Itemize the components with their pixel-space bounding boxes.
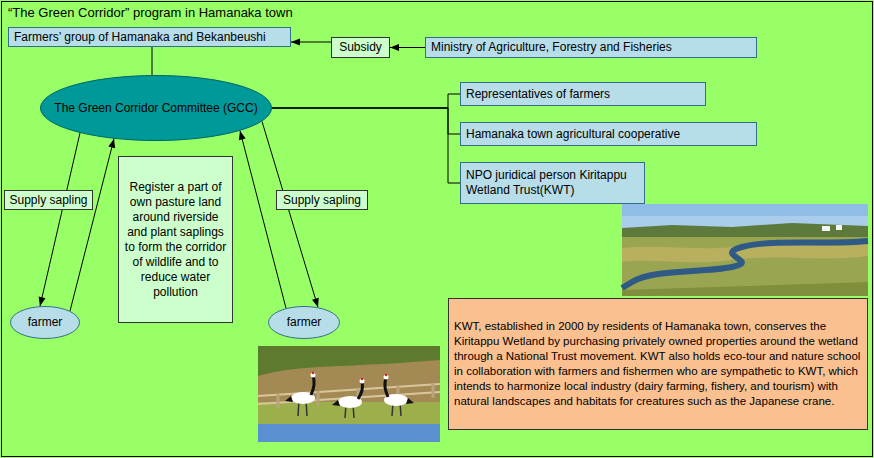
connector xyxy=(291,39,331,46)
node-text: The Green Corridor Committee (GCC) xyxy=(45,101,267,116)
member-box: Representatives of farmers xyxy=(460,82,706,106)
photo-house xyxy=(836,225,842,230)
arrow-head xyxy=(390,44,399,51)
member-box: NPO juridical person Kiritappu Wetland T… xyxy=(460,162,645,204)
node-text: Ministry of Agriculture, Forestry and Fi… xyxy=(431,40,751,55)
photo-marsh xyxy=(622,237,868,296)
arrow-head xyxy=(291,39,300,46)
crane-tail xyxy=(285,396,293,402)
crane-head xyxy=(360,379,365,384)
node-text: Register a part of own pasture land arou… xyxy=(124,180,227,300)
node-text: farmer xyxy=(273,315,335,330)
connector xyxy=(39,133,80,306)
connector xyxy=(272,94,460,108)
connector-line xyxy=(240,131,286,308)
connector-line xyxy=(272,108,460,183)
photo-sky xyxy=(622,204,868,296)
wetland-photo xyxy=(622,204,868,296)
connector xyxy=(272,108,460,134)
crane-head xyxy=(384,375,389,380)
photo-house xyxy=(822,226,830,231)
connector-line xyxy=(272,108,460,134)
crane-neck xyxy=(358,382,363,399)
ministry-box: Ministry of Agriculture, Forestry and Fi… xyxy=(425,37,757,58)
node-text: Representatives of farmers xyxy=(466,87,700,102)
ellipse-shape xyxy=(11,307,80,339)
ellipse-shape xyxy=(41,76,272,141)
group-box: Farmers’ group of Hamanaka and Bekanbeus… xyxy=(8,27,291,47)
connector xyxy=(272,108,460,183)
ellipse-shape xyxy=(269,307,340,339)
connector xyxy=(70,139,115,311)
diagram-title: “The Green Corridor” program in Hamanaka… xyxy=(8,5,293,21)
crane-tail xyxy=(406,398,414,404)
register-note-box: Register a part of own pasture land arou… xyxy=(118,156,233,323)
crane-neck xyxy=(311,376,314,395)
connector xyxy=(262,121,319,307)
connector xyxy=(239,131,286,308)
crane-photo xyxy=(258,346,440,442)
arrow-head xyxy=(239,131,246,141)
committee-ellipse: The Green Corridor Committee (GCC) xyxy=(40,75,272,141)
connector-line xyxy=(272,94,460,108)
node-text: NPO juridical person Kiritappu Wetland T… xyxy=(466,168,639,198)
edge-label: Supply sapling xyxy=(276,190,368,210)
connector-line xyxy=(40,133,80,306)
photo-river xyxy=(622,241,868,288)
connector-line xyxy=(152,47,153,75)
photo-foreground xyxy=(622,282,868,296)
node-text: farmer xyxy=(15,315,75,330)
connector xyxy=(152,47,153,75)
crane-tail xyxy=(332,400,340,406)
farmer-ellipse: farmer xyxy=(268,306,340,339)
arrow-head xyxy=(312,298,319,308)
info-box: KWT, established in 2000 by residents of… xyxy=(448,298,868,430)
arrow-head xyxy=(108,139,115,149)
node-text: Subsidy xyxy=(337,40,384,55)
edge-label: Supply sapling xyxy=(4,190,93,210)
crane-crown xyxy=(361,378,364,381)
crane-neck xyxy=(385,378,388,397)
photo-fence-post xyxy=(278,384,433,408)
node-text: Hamanaka town agricultural cooperative xyxy=(466,127,751,142)
node-text: KWT, established in 2000 by residents of… xyxy=(454,319,862,409)
crane-figure xyxy=(384,374,415,416)
photo-treeline xyxy=(622,223,868,239)
crane-figure xyxy=(332,378,365,418)
member-box: Hamanaka town agricultural cooperative xyxy=(460,122,757,146)
connector-line xyxy=(262,121,318,307)
photo-trees xyxy=(258,346,440,442)
crane-crown xyxy=(312,372,315,375)
subsidy-box: Subsidy xyxy=(331,37,390,58)
photo-water xyxy=(258,424,440,442)
connector-line xyxy=(70,139,114,311)
node-text: Farmers’ group of Hamanaka and Bekanbeus… xyxy=(14,30,285,45)
crane-figure xyxy=(285,372,316,416)
photo-sky xyxy=(622,204,868,216)
connector xyxy=(390,44,425,51)
crane-head xyxy=(311,373,316,378)
arrow-head xyxy=(39,297,46,307)
crane-crown xyxy=(385,374,388,377)
farmer-ellipse: farmer xyxy=(10,306,80,339)
